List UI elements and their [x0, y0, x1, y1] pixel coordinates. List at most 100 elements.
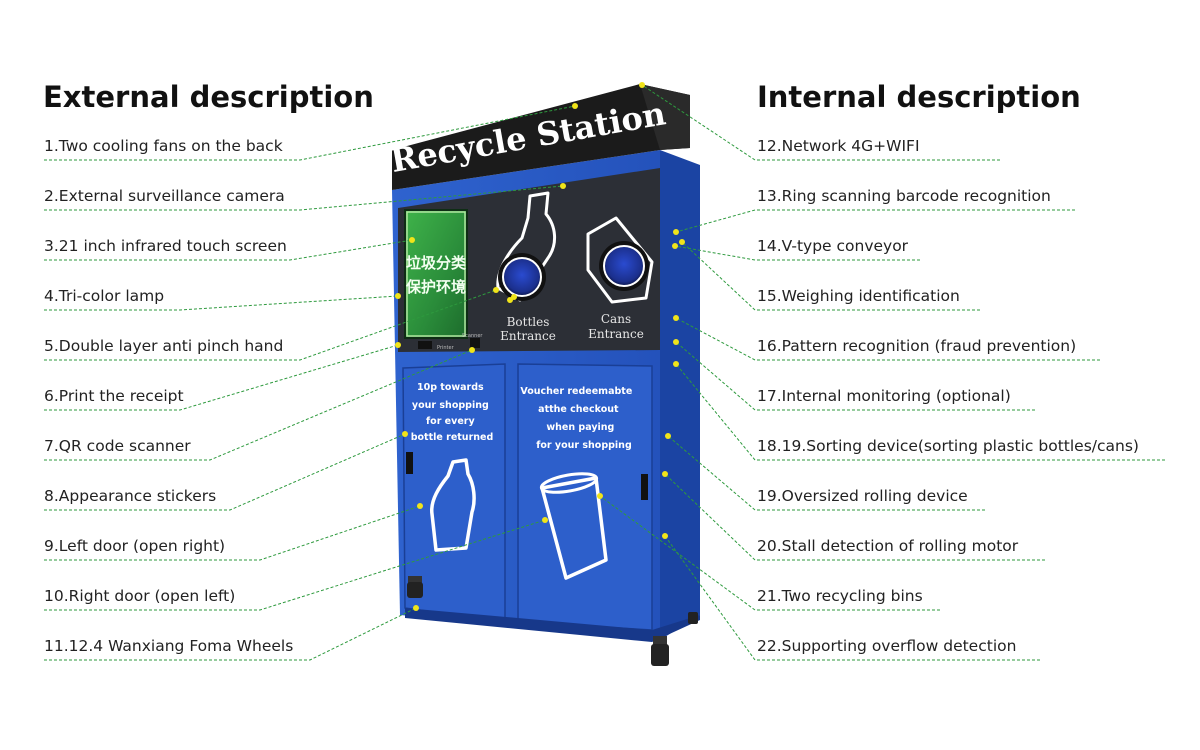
callout-dot-extra-2 [511, 294, 517, 300]
callout-line-19 [667, 435, 985, 511]
external-item-9: 9.Left door (open right) [44, 537, 226, 555]
external-item-5: 5.Double layer anti pinch hand [44, 337, 284, 355]
left-door-text-1: 10p towards [417, 382, 484, 393]
callout-dot-13 [673, 229, 679, 235]
callout-dot-6 [395, 342, 401, 348]
callout-line-14 [674, 245, 920, 261]
callout-line-20 [664, 473, 1045, 561]
callout-dot-21 [597, 493, 603, 499]
callout-line-13 [675, 209, 1075, 233]
external-item-6: 6.Print the receipt [44, 387, 184, 405]
callout-line-3 [44, 239, 413, 261]
internal-item-19: 19.Oversized rolling device [757, 487, 968, 505]
touch-screen-frame [406, 211, 466, 337]
svg-text:10p towards your shoppin: 10p towards your shopping for every bott… [411, 382, 494, 443]
callout-dot-2 [560, 183, 566, 189]
qr-scanner[interactable] [470, 338, 480, 348]
callout-dot-9 [417, 503, 423, 509]
internal-item-13: 13.Ring scanning barcode recognition [757, 187, 1051, 205]
callout-dot-19 [665, 433, 671, 439]
callout-dot-14 [672, 243, 678, 249]
callout-dot-20 [662, 471, 668, 477]
sign-board [392, 84, 690, 190]
callout-line-21 [599, 495, 940, 611]
external-item-11: 11.12.4 Wanxiang Foma Wheels [44, 637, 294, 655]
internal-callout-lines [599, 84, 1165, 661]
front-left-wheel [407, 576, 423, 598]
internal-item-17: 17.Internal monitoring (optional) [757, 387, 1011, 405]
callout-dot-11 [413, 605, 419, 611]
callout-dots [395, 82, 685, 611]
callout-line-12 [641, 84, 1000, 161]
external-item-1: 1.Two cooling fans on the back [44, 137, 283, 155]
internal-description-heading: Internal description [757, 80, 1081, 114]
callout-dot-3 [409, 237, 415, 243]
internal-item-15: 15.Weighing identification [757, 287, 960, 305]
sign-side [640, 84, 690, 150]
callout-dot-10 [542, 517, 548, 523]
right-door-text-2: atthe checkout [538, 404, 619, 415]
callout-line-5 [44, 289, 497, 361]
internal-item-18: 18.19.Sorting device(sorting plastic bot… [757, 437, 1139, 455]
screen-text-line1: 垃圾分类 [406, 254, 467, 272]
left-door-handle[interactable] [406, 452, 413, 474]
callout-dot-7 [469, 347, 475, 353]
callout-line-6 [44, 344, 399, 411]
touch-screen[interactable] [404, 209, 468, 339]
bottles-entrance-label-line1: Bottles [507, 315, 550, 329]
callout-dot-4 [395, 293, 401, 299]
machine-base [405, 608, 700, 642]
bottle-sticker-icon [430, 458, 476, 552]
bottles-entrance-hole[interactable] [502, 257, 542, 297]
callout-dot-8 [402, 431, 408, 437]
callout-line-18 [675, 363, 1165, 461]
callout-dot-12 [639, 82, 645, 88]
callout-line-9 [44, 505, 421, 561]
internal-item-20: 20.Stall detection of rolling motor [757, 537, 1019, 555]
callout-line-1 [44, 105, 576, 161]
machine-side-panel [660, 150, 700, 640]
screen-text-line2: 保护环境 [405, 278, 466, 296]
callout-dot-16 [673, 315, 679, 321]
printer-label: Printer [437, 345, 455, 351]
scanner-label: Scanner [462, 333, 483, 339]
back-right-wheel [688, 612, 698, 624]
left-door-text-3: for every [426, 416, 475, 427]
callout-dot-22 [662, 533, 668, 539]
right-door-text-1: Voucher redeemabte [520, 386, 632, 397]
external-item-4: 4.Tri-color lamp [44, 287, 165, 305]
external-description-heading: External description [43, 80, 374, 114]
callout-line-8 [44, 433, 406, 511]
cans-entrance-label-line1: Cans [601, 312, 631, 326]
machine-body: Recycle Station 垃圾分类 保护环境 Printer Scanne… [388, 84, 700, 666]
right-door-text-4: for your shopping [536, 440, 632, 451]
callout-dot-15 [679, 239, 685, 245]
callout-line-22 [664, 535, 1040, 661]
left-door-text-2: your shopping [412, 400, 489, 411]
cans-entrance-label-line2: Entrance [588, 327, 644, 341]
callout-line-17 [675, 341, 1035, 411]
callout-line-4 [44, 295, 399, 311]
external-item-8: 8.Appearance stickers [44, 487, 217, 505]
callout-dot-5 [493, 287, 499, 293]
right-door-text-3: when paying [546, 422, 614, 433]
callout-dot-17 [673, 339, 679, 345]
internal-item-16: 16.Pattern recognition (fraud prevention… [757, 337, 1077, 355]
can-outline-icon [586, 216, 654, 304]
front-right-wheel [651, 636, 669, 666]
external-item-10: 10.Right door (open left) [44, 587, 236, 605]
callout-line-16 [675, 317, 1100, 361]
internal-item-21: 21.Two recycling bins [757, 587, 923, 605]
bottles-entrance-label-line2: Entrance [500, 329, 556, 343]
right-door-handle[interactable] [641, 474, 648, 500]
callout-line-11 [44, 607, 417, 661]
external-callout-lines [44, 105, 576, 661]
can-sticker-icon [540, 476, 608, 580]
cans-entrance-hole[interactable] [603, 245, 645, 287]
printer-slot[interactable] [418, 341, 432, 349]
callout-line-7 [44, 349, 473, 461]
internal-item-14: 14.V-type conveyor [757, 237, 909, 255]
can-sticker-top [539, 472, 599, 494]
external-item-2: 2.External surveillance camera [44, 187, 285, 205]
